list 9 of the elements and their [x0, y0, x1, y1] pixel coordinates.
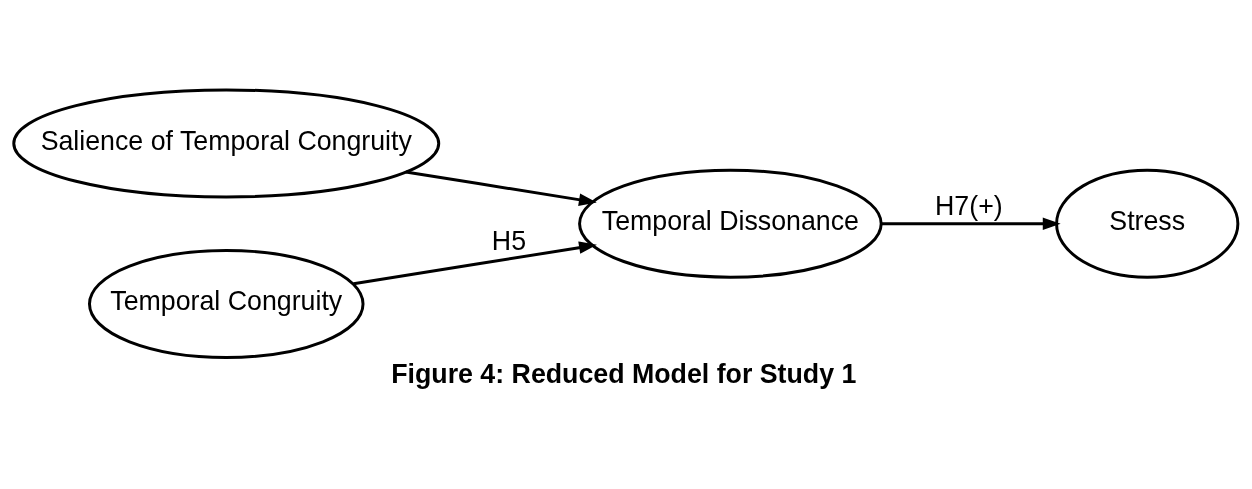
arrow [881, 217, 1061, 230]
arrow [405, 170, 597, 206]
edge-label: H5 [491, 225, 527, 256]
node-ellipse: Stress [1055, 168, 1240, 279]
caption: Figure 4: Reduced Model for Study 1 [391, 359, 857, 390]
arrow [353, 241, 597, 286]
node-ellipse: Temporal Congruity [88, 248, 365, 359]
edge-label: H7(+) [935, 191, 1003, 222]
node-ellipse: Salience of Temporal Congruity [12, 88, 441, 199]
